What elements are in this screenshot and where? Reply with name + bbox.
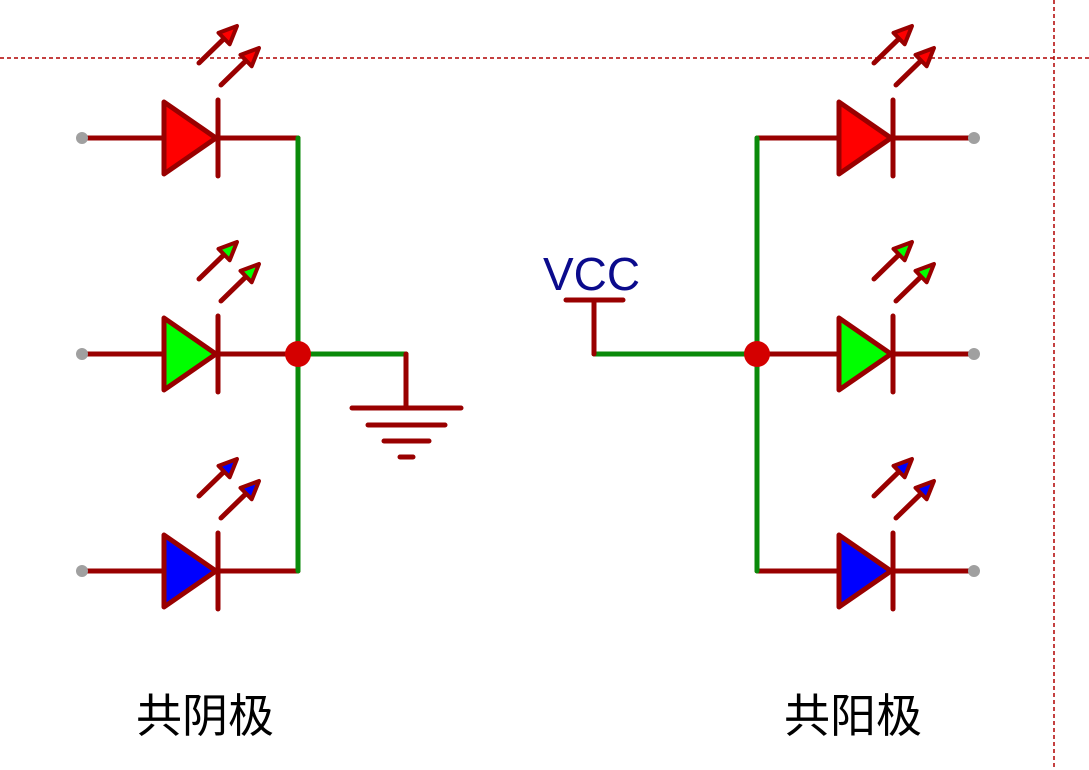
common-cathode-circuit xyxy=(76,24,464,612)
led-triangle xyxy=(161,315,219,393)
red-led xyxy=(161,24,261,179)
arrow-head xyxy=(216,240,239,263)
common-anode-label: 共阳极 xyxy=(784,689,922,743)
light-arrow-icon xyxy=(871,240,914,282)
light-arrow-icon xyxy=(871,457,914,499)
arrow-head xyxy=(891,240,914,263)
light-arrow-icon xyxy=(218,46,261,88)
green-led xyxy=(836,240,936,395)
ground-icon xyxy=(349,405,464,460)
led-triangle xyxy=(161,99,219,177)
arrow-head xyxy=(238,262,261,285)
arrow-head xyxy=(913,262,936,285)
pin-terminal xyxy=(76,348,88,360)
junction-dot xyxy=(285,341,311,367)
light-arrow-icon xyxy=(893,479,936,521)
arrow-shaft xyxy=(871,252,902,282)
arrow-shaft xyxy=(218,491,249,521)
arrow-head xyxy=(891,24,914,47)
blue-led xyxy=(161,457,261,612)
light-arrow-icon xyxy=(893,46,936,88)
arrow-shaft xyxy=(196,252,227,282)
pin-terminal xyxy=(76,132,88,144)
light-arrow-icon xyxy=(196,240,239,282)
blue-led xyxy=(836,457,936,612)
green-led xyxy=(161,240,261,395)
arrow-head xyxy=(238,479,261,502)
pin-terminal xyxy=(76,565,88,577)
arrow-shaft xyxy=(196,36,227,66)
light-arrow-icon xyxy=(218,479,261,521)
common-cathode-label: 共阴极 xyxy=(136,689,274,743)
arrow-shaft xyxy=(871,36,902,66)
arrow-head xyxy=(216,24,239,47)
vcc-label: VCC xyxy=(543,248,640,300)
light-arrow-icon xyxy=(218,262,261,304)
light-arrow-icon xyxy=(871,24,914,66)
arrow-shaft xyxy=(893,491,924,521)
arrow-shaft xyxy=(871,469,902,499)
arrow-head xyxy=(891,457,914,480)
led-triangle xyxy=(161,532,219,610)
pin-terminal xyxy=(968,348,980,360)
led-triangle xyxy=(836,99,894,177)
arrow-shaft xyxy=(196,469,227,499)
arrow-head xyxy=(913,479,936,502)
pin-terminal xyxy=(968,132,980,144)
arrow-head xyxy=(913,46,936,69)
arrow-shaft xyxy=(893,274,924,304)
led-triangle xyxy=(836,532,894,610)
arrow-shaft xyxy=(218,58,249,88)
light-arrow-icon xyxy=(196,24,239,66)
pin-terminal xyxy=(968,565,980,577)
light-arrow-icon xyxy=(196,457,239,499)
arrow-head xyxy=(238,46,261,69)
light-arrow-icon xyxy=(893,262,936,304)
led-triangle xyxy=(836,315,894,393)
arrow-head xyxy=(216,457,239,480)
common-anode-circuit xyxy=(563,24,980,612)
red-led xyxy=(836,24,936,179)
arrow-shaft xyxy=(218,274,249,304)
junction-dot xyxy=(744,341,770,367)
arrow-shaft xyxy=(893,58,924,88)
